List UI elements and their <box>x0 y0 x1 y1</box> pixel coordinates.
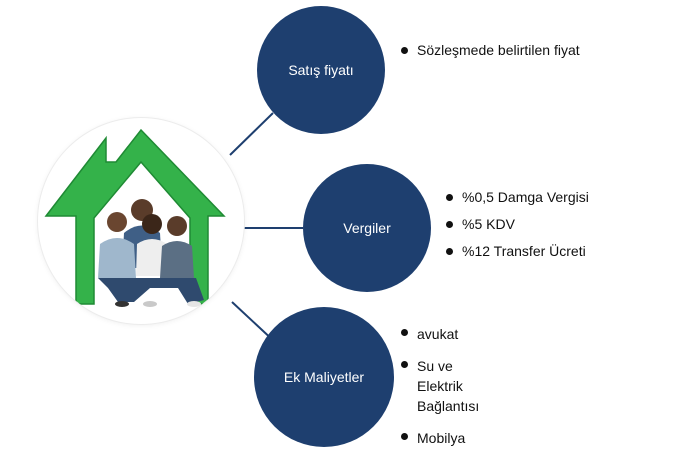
bullet-list-ek-maliyetler: avukat Su ve Elektrik Bağlantısı Mobilya <box>401 324 497 460</box>
list-item: %5 KDV <box>446 216 589 232</box>
bullet-list-satis-fiyati: Sözleşmede belirtilen fiyat <box>401 42 580 58</box>
family-figures <box>98 199 204 307</box>
node-label: Vergiler <box>343 220 391 236</box>
house-family-hub <box>38 118 244 324</box>
connector-satis <box>229 112 274 156</box>
node-label: Satış fiyatı <box>288 62 354 78</box>
list-item: %12 Transfer Ücreti <box>446 243 589 259</box>
node-label: Ek Maliyetler <box>283 369 365 385</box>
bullet-list-vergiler: %0,5 Damga Vergisi %5 KDV %12 Transfer Ü… <box>446 189 589 270</box>
list-item: %0,5 Damga Vergisi <box>446 189 589 205</box>
list-item: avukat <box>401 324 497 344</box>
list-item: Su ve Elektrik Bağlantısı <box>401 356 497 416</box>
node-vergiler: Vergiler <box>303 164 431 292</box>
node-satis-fiyati: Satış fiyatı <box>257 6 385 134</box>
list-item: Mobilya <box>401 428 497 448</box>
list-item: Sözleşmede belirtilen fiyat <box>401 42 580 58</box>
node-ek-maliyetler: Ek Maliyetler <box>254 307 394 447</box>
house-family-icon <box>44 128 226 307</box>
